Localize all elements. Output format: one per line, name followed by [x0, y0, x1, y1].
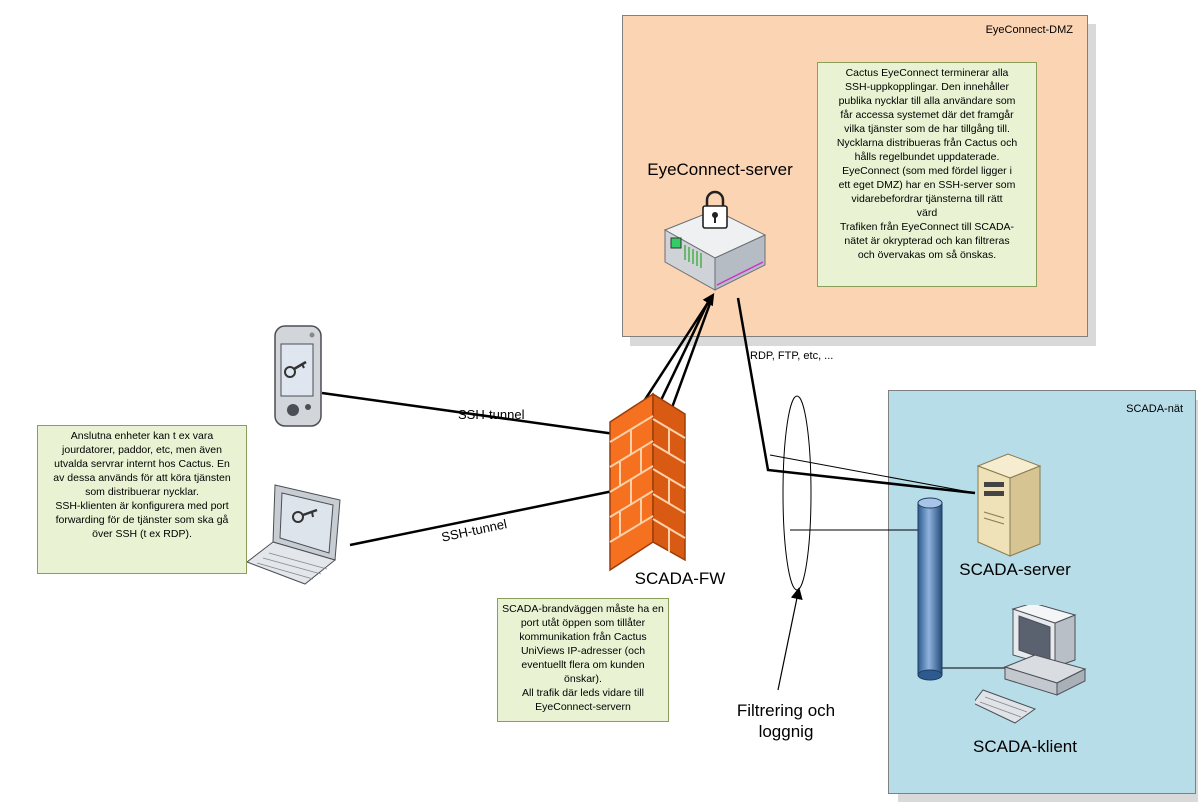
client-note-line: jourdatorer, paddor, etc, men även — [62, 444, 222, 456]
filtering-line-2: loggnig — [758, 722, 814, 741]
firewall-note-line: EyeConnect-servern — [535, 701, 631, 713]
firewall-note: SCADA-brandväggen måste ha en port utåt … — [497, 598, 669, 722]
dmz-note-line: Trafiken från EyeConnect till SCADA- — [839, 221, 1015, 233]
filtering-line-1: Filtrering och — [736, 701, 836, 720]
client-note-line: utvalda servrar internt hos Cactus. En — [54, 458, 230, 470]
scada-server-label: SCADA-server — [959, 560, 1071, 579]
laptop-key-icon — [245, 484, 341, 585]
pda-key-icon — [274, 325, 322, 427]
dmz-note-line: Cactus EyeConnect terminerar alla — [845, 67, 1009, 79]
client-note-line: över SSH (t ex RDP). — [92, 528, 192, 540]
firewall-note-line: SCADA-brandväggen måste ha en — [502, 603, 664, 615]
dmz-note-line: får accessa systemet där det framgår — [840, 109, 1014, 121]
dmz-note-line: och övervakas om så önskas. — [857, 249, 997, 261]
client-note-line: forwarding för de tjänster som ska gå — [55, 514, 229, 526]
scada-fw-label: SCADA-FW — [634, 569, 726, 588]
firewall-to-bus-line — [769, 454, 976, 494]
firewall-note-line: eventuellt flera om kunden — [521, 659, 645, 671]
client-note-line: som distribuerar nycklar. — [85, 486, 199, 498]
tower-server-icon — [976, 453, 1042, 557]
rdp-label: RDP, FTP, etc, ... — [750, 350, 834, 362]
scada-net-label: SCADA-nät — [1126, 403, 1183, 415]
filtering-label: Filtrering och loggnig — [716, 700, 856, 742]
client-note-line: SSH-klienten är konfigurera med port — [55, 500, 229, 512]
filtering-arrow — [777, 587, 803, 691]
workstation-icon — [975, 605, 1087, 724]
server-to-scada-server-line — [736, 297, 976, 495]
filtering-ellipse — [782, 395, 812, 591]
dmz-zone-label: EyeConnect-DMZ — [985, 24, 1073, 36]
dmz-note-line: hålls regelbundet uppdaterade. — [854, 151, 1000, 163]
firewall-note-line: önskar). — [564, 673, 602, 685]
firewall-note-line: port utåt öppen som tillåter — [520, 617, 646, 629]
firewall-note-line: kommunikation från Cactus — [519, 631, 647, 643]
ssh-tunnel-label-1: SSH-tunnel — [458, 407, 525, 422]
dmz-note-line: vidarebefordrar tjänsterna till rätt — [851, 193, 1003, 205]
dmz-note-line: vilka tjänster som de har tillgång till. — [844, 123, 1010, 135]
dmz-note-line: Nycklarna distribueras från Cactus och — [836, 137, 1018, 149]
scada-client-label: SCADA-klient — [973, 737, 1077, 756]
brick-firewall-icon — [609, 392, 686, 572]
dmz-note-line: värd — [916, 207, 938, 219]
dmz-note: Cactus EyeConnect terminerar alla SSH-up… — [817, 62, 1037, 287]
firewall-note-line: All trafik där leds vidare till — [522, 687, 644, 699]
client-note-line: Anslutna enheter kan t ex vara — [70, 430, 214, 442]
dmz-note-line: nätet är okrypterad och kan filtreras — [844, 235, 1010, 247]
firewall-note-line: UniViews IP-adresser (och — [520, 645, 646, 657]
dmz-note-line: ett eget DMZ) har en SSH-server som — [838, 179, 1016, 191]
eyeconnect-server-label: EyeConnect-server — [647, 160, 793, 179]
dmz-note-line: publika nycklar till alla användare som — [838, 95, 1016, 107]
lock-appliance-icon — [663, 190, 767, 291]
client-note-line: av dessa används för att köra tjänsten — [53, 472, 231, 484]
dmz-note-line: SSH-uppkopplingar. Den innehåller — [844, 81, 1010, 93]
dmz-note-line: EyeConnect (som med fördel ligger i — [842, 165, 1012, 177]
tablet-to-firewall-line — [321, 391, 623, 437]
client-note: Anslutna enheter kan t ex vara jourdator… — [37, 425, 247, 574]
laptop-to-firewall-line — [349, 488, 619, 547]
bus-icon — [917, 497, 943, 681]
